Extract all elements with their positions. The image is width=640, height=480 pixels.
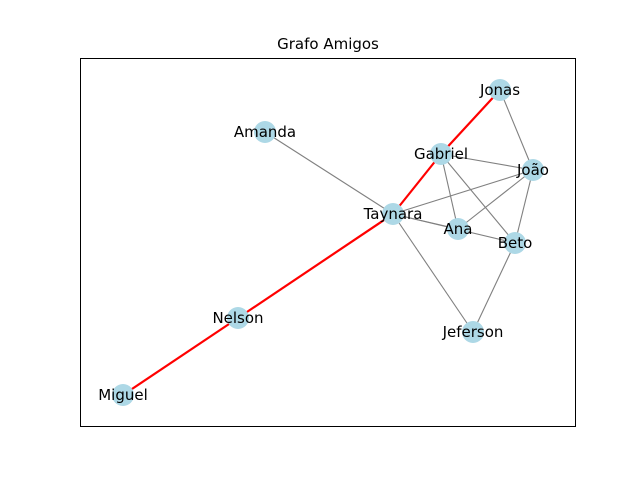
node-circle-taynara <box>382 203 404 225</box>
node-label-nelson: Nelson <box>212 309 263 327</box>
edge-joao-beto <box>514 169 534 244</box>
node-circle-amanda <box>254 121 276 143</box>
edges-layer <box>122 89 534 396</box>
node-circle-joao <box>522 159 544 181</box>
edge-gabriel-joao <box>440 153 534 171</box>
node-label-gabriel: Gabriel <box>414 145 468 163</box>
node-circle-jonas <box>489 79 511 101</box>
node-amanda: Amanda <box>234 121 296 143</box>
edge-joao-ana <box>457 169 534 230</box>
node-nelson: Nelson <box>212 307 264 329</box>
edge-amanda-taynara <box>264 131 394 215</box>
node-label-taynara: Taynara <box>363 205 423 223</box>
node-label-jonas: Jonas <box>479 81 520 99</box>
node-circle-nelson <box>227 307 249 329</box>
node-jonas: Jonas <box>479 79 520 101</box>
node-label-beto: Beto <box>498 234 533 252</box>
edge-beto-jeferson <box>472 242 516 333</box>
edge-taynara-jeferson <box>392 213 474 333</box>
nodes-layer: JonasAmandaGabrielJoãoTaynaraAnaBetoNels… <box>98 79 549 406</box>
edge-gabriel-ana <box>440 153 459 230</box>
node-jeferson: Jeferson <box>442 321 504 343</box>
node-label-jeferson: Jeferson <box>442 323 504 341</box>
node-miguel: Miguel <box>98 384 148 406</box>
node-beto: Beto <box>498 232 533 254</box>
edge-gabriel-jonas <box>440 89 501 155</box>
edge-nelson-taynara <box>237 213 394 319</box>
node-label-ana: Ana <box>444 220 473 238</box>
edge-jonas-joao <box>499 89 534 171</box>
node-circle-jeferson <box>462 321 484 343</box>
node-label-joao: João <box>516 161 549 179</box>
node-circle-ana <box>447 218 469 240</box>
node-label-miguel: Miguel <box>98 386 148 404</box>
node-circle-gabriel <box>430 143 452 165</box>
node-label-amanda: Amanda <box>234 123 296 141</box>
plot-frame <box>80 58 576 427</box>
node-circle-beto <box>504 232 526 254</box>
graph-title: Grafo Amigos <box>277 35 379 53</box>
node-ana: Ana <box>444 218 473 240</box>
edge-miguel-nelson <box>122 317 239 396</box>
node-gabriel: Gabriel <box>414 143 468 165</box>
edge-taynara-gabriel <box>392 153 442 215</box>
node-joao: João <box>516 159 549 181</box>
edge-taynara-joao <box>392 169 534 215</box>
node-circle-miguel <box>112 384 134 406</box>
node-taynara: Taynara <box>363 203 423 225</box>
edge-gabriel-beto <box>440 153 516 244</box>
